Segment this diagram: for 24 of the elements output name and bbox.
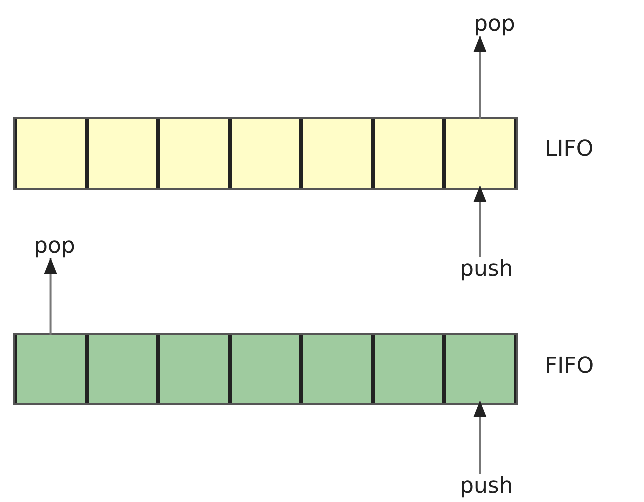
operation-label: push	[460, 257, 514, 283]
array-bar	[13, 117, 518, 190]
array-cell	[301, 119, 373, 188]
operation-label: push	[460, 474, 514, 500]
array-cell	[444, 119, 516, 188]
array-cell	[372, 119, 444, 188]
array-cell	[230, 335, 302, 403]
array-bar	[13, 333, 518, 405]
array-cell	[158, 119, 230, 188]
structure-label: LIFO	[545, 137, 594, 163]
array-cell	[372, 335, 444, 403]
array-cell	[230, 119, 302, 188]
array-cell	[86, 119, 158, 188]
arrow	[44, 258, 58, 335]
array-cell	[15, 335, 87, 403]
arrow	[474, 36, 487, 119]
array-cell	[444, 335, 516, 403]
array-cell	[301, 335, 373, 403]
array-cell	[86, 335, 158, 403]
array-cell	[158, 335, 230, 403]
array-cell	[15, 119, 87, 188]
operation-label: pop	[34, 234, 76, 260]
operation-label: pop	[474, 12, 516, 38]
structure-label: FIFO	[545, 354, 594, 380]
